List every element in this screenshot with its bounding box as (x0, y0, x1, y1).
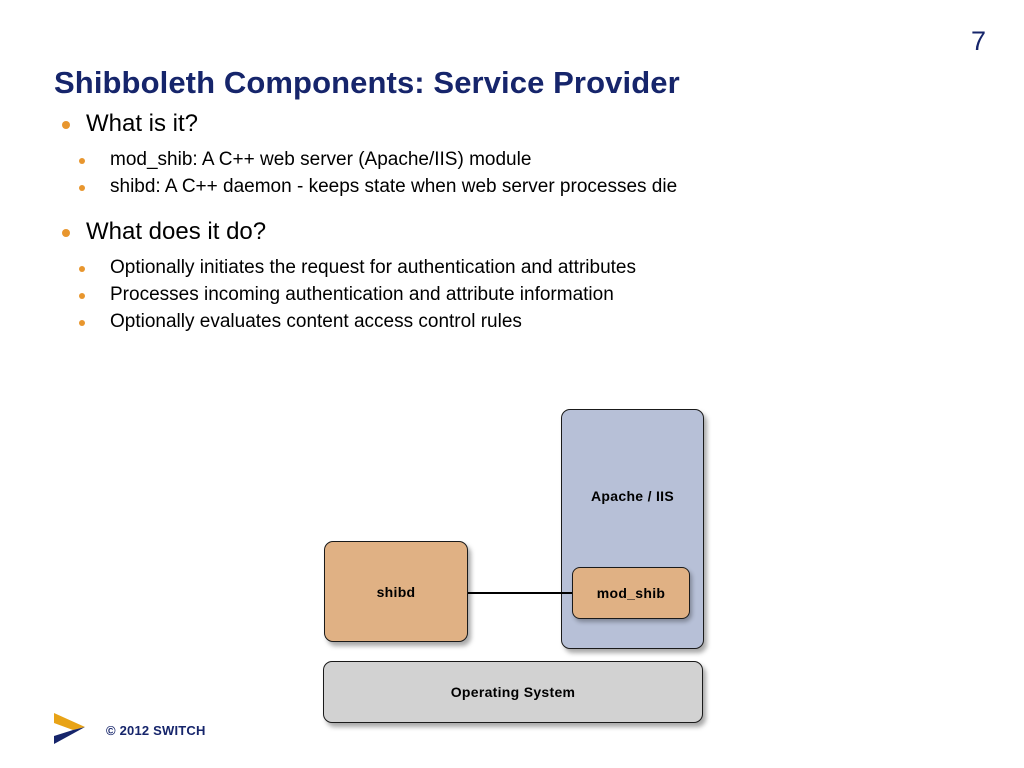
bullet-level2: mod_shib: A C++ web server (Apache/IIS) … (0, 149, 1024, 172)
bullet-level1: What does it do? (0, 218, 1024, 246)
bullet-dot-icon (79, 266, 85, 273)
bullet-level2-label: Optionally initiates the request for aut… (110, 257, 636, 279)
bullet-dot-icon (62, 229, 70, 238)
bullet-level2-label: shibd: A C++ daemon - keeps state when w… (110, 175, 678, 197)
bullet-level2: Optionally initiates the request for aut… (0, 257, 1024, 280)
bullet-level2: Optionally evaluates content access cont… (0, 311, 1024, 334)
bullet-level2: shibd: A C++ daemon - keeps state when w… (0, 176, 1024, 199)
diagram-box-apache-iis-label: Apache / IIS (591, 488, 674, 504)
bullet-level2-label: mod_shib: A C++ web server (Apache/IIS) … (110, 148, 532, 170)
bullet-level1-label: What does it do? (86, 218, 267, 246)
bullet-dot-icon (79, 184, 85, 191)
diagram-box-operating-system: Operating System (323, 661, 703, 723)
diagram-box-operating-system-label: Operating System (450, 684, 576, 700)
slide-footer: © 2012 SWITCH (52, 710, 206, 750)
diagram-connector-line (468, 592, 572, 594)
page-number: 7 (970, 26, 986, 56)
bullet-level2-label: Optionally evaluates content access cont… (110, 310, 522, 332)
diagram-box-shibd-label: shibd (376, 583, 416, 600)
architecture-diagram: Apache / IIS mod_shib shibd Operating Sy… (318, 404, 718, 734)
bullet-dot-icon (79, 319, 85, 326)
bullet-level1: What is it? (0, 110, 1024, 138)
bullet-dot-icon (79, 157, 85, 164)
page-title: Shibboleth Components: Service Provider (54, 64, 680, 100)
diagram-box-mod-shib-label: mod_shib (596, 585, 666, 601)
diagram-box-mod-shib: mod_shib (572, 567, 690, 619)
spacer (0, 202, 1024, 218)
diagram-box-shibd: shibd (324, 541, 468, 642)
bullet-dot-icon (79, 293, 85, 300)
copyright-label: © 2012 SWITCH (106, 722, 206, 738)
bullet-level1-label: What is it? (86, 110, 199, 137)
bullet-level2: Processes incoming authentication and at… (0, 284, 1024, 307)
bullet-dot-icon (62, 121, 70, 129)
switch-logo-icon (54, 713, 85, 744)
bullet-level2-label: Processes incoming authentication and at… (110, 284, 614, 306)
slide-body: What is it? mod_shib: A C++ web server (… (0, 110, 1024, 338)
